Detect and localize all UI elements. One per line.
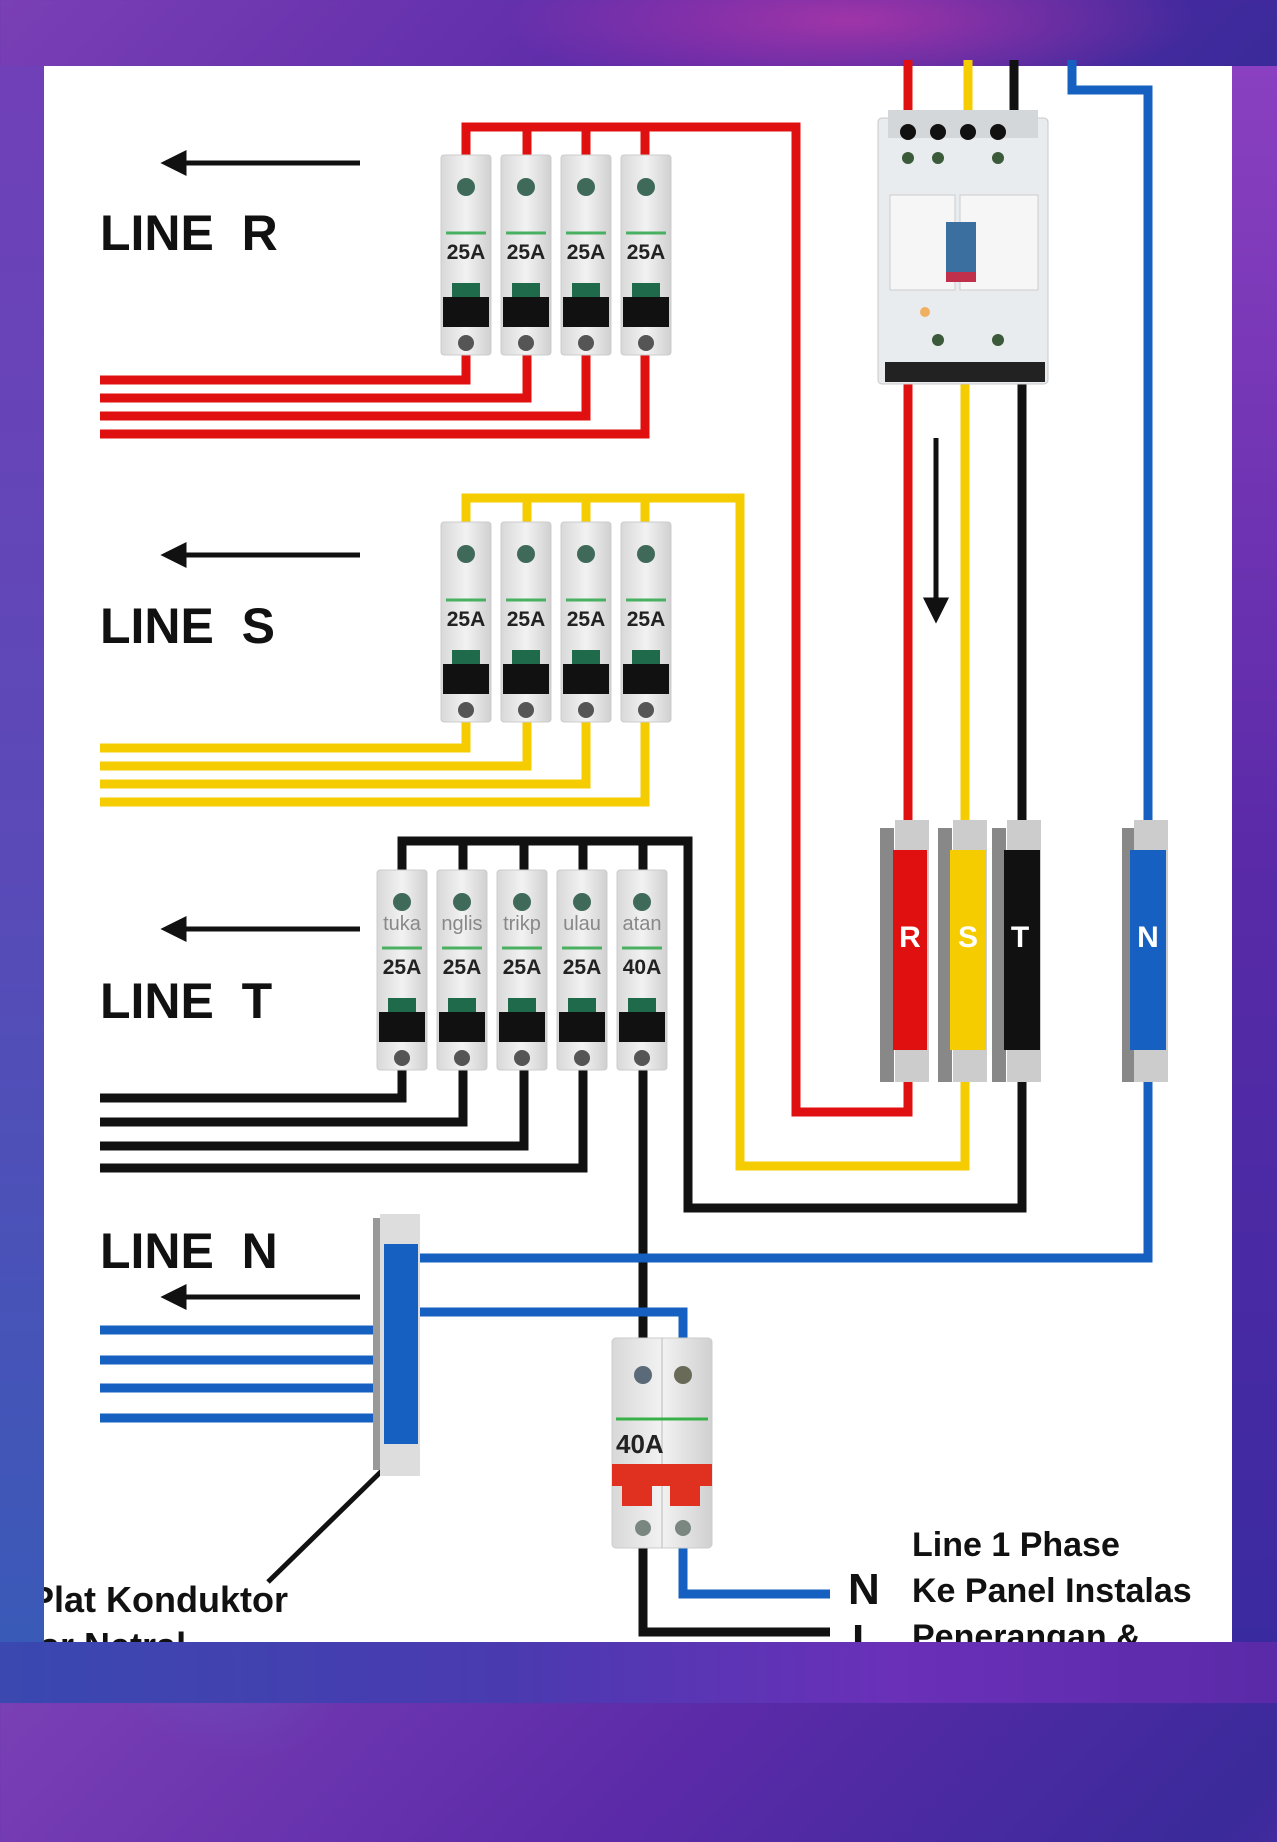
breaker-rating: 25A [443,956,482,979]
wire-s-phase [100,60,973,1171]
overlay-text: atan [623,913,662,935]
breaker-row-r: 25A 25A 25A 25A [440,154,672,356]
mcb-breaker[interactable]: 25A [500,154,552,356]
wire-t-phase [100,60,1027,1637]
breaker-row-t: tuka 25A nglis 25A trikp 25A ulau 25A atan 40A [376,869,668,1071]
arrow-left-icon [160,1283,360,1311]
breaker-rating: 25A [627,608,666,631]
background-right [1232,66,1277,1642]
mcb-breaker[interactable]: ulau 25A [556,869,608,1071]
caption-right-line-2: Ke Panel Instalas [912,1572,1192,1610]
mcb-breaker[interactable]: 25A [620,154,672,356]
breaker-rating: 25A [503,956,542,979]
arrow-left-icon [160,149,360,177]
breaker-rating: 25A [567,241,606,264]
breaker-rating: 25A [507,608,546,631]
breaker-rating: 25A [567,608,606,631]
main-mccb-breaker[interactable] [877,110,1049,385]
breaker-rating: 25A [507,241,546,264]
group-label-t: LINE T [100,973,272,1029]
output-label-n: N [848,1565,880,1614]
caption-right-line-1: Line 1 Phase [912,1526,1120,1564]
svg-text:R: R [899,921,921,954]
breaker-row-s: 25A 25A 25A 25A [440,521,672,723]
overlay-text: trikp [503,913,541,935]
mcb-breaker[interactable]: atan 40A [616,869,668,1071]
breaker-rating: 25A [447,241,486,264]
background-bottom [0,1642,1277,1703]
arrow-down-icon [922,438,950,624]
overlay-text: nglis [441,913,482,935]
breaker-rating: 25A [447,608,486,631]
mcb-breaker[interactable]: tuka 25A [376,869,428,1071]
mcb-breaker[interactable]: 25A [560,154,612,356]
svg-text:N: N [1137,921,1159,954]
mcb-breaker[interactable]: nglis 25A [436,869,488,1071]
arrow-left-icon [160,915,360,943]
busbar-n: N [1122,820,1168,1082]
busbar-t: T [992,820,1041,1082]
mcb-breaker[interactable]: 25A [560,521,612,723]
breaker-rating: 25A [383,956,422,979]
mcb-breaker[interactable]: 25A [620,521,672,723]
wire-neutral [100,60,1153,1599]
mcb-breaker[interactable]: 25A [440,521,492,723]
busbar-r: R [880,820,929,1082]
caption-left-line-1: Plat Konduktor [30,1579,288,1620]
svg-text:T: T [1011,921,1029,954]
background-left [0,66,44,1642]
arrow-left-icon [160,541,360,569]
svg-text:S: S [958,921,978,954]
pointer-line [266,1456,397,1584]
overlay-text: tuka [383,913,422,935]
mcb-breaker[interactable]: trikp 25A [496,869,548,1071]
double-pole-breaker-40a[interactable]: 40A [611,1337,713,1549]
overlay-text: ulau [563,913,601,935]
neutral-conductor-plate [373,1214,420,1476]
group-label-s: LINE S [100,598,275,654]
breaker-rating: 40A [623,956,662,979]
svg-text:40A: 40A [616,1429,664,1459]
breaker-rating: 25A [563,956,602,979]
mcb-breaker[interactable]: 25A [500,521,552,723]
group-label-n: LINE N [100,1223,278,1279]
mcb-breaker[interactable]: 25A [440,154,492,356]
busbar-s: S [938,820,987,1082]
group-label-r: LINE R [100,205,278,261]
wire-r-phase [100,60,913,1117]
breaker-rating: 25A [627,241,666,264]
